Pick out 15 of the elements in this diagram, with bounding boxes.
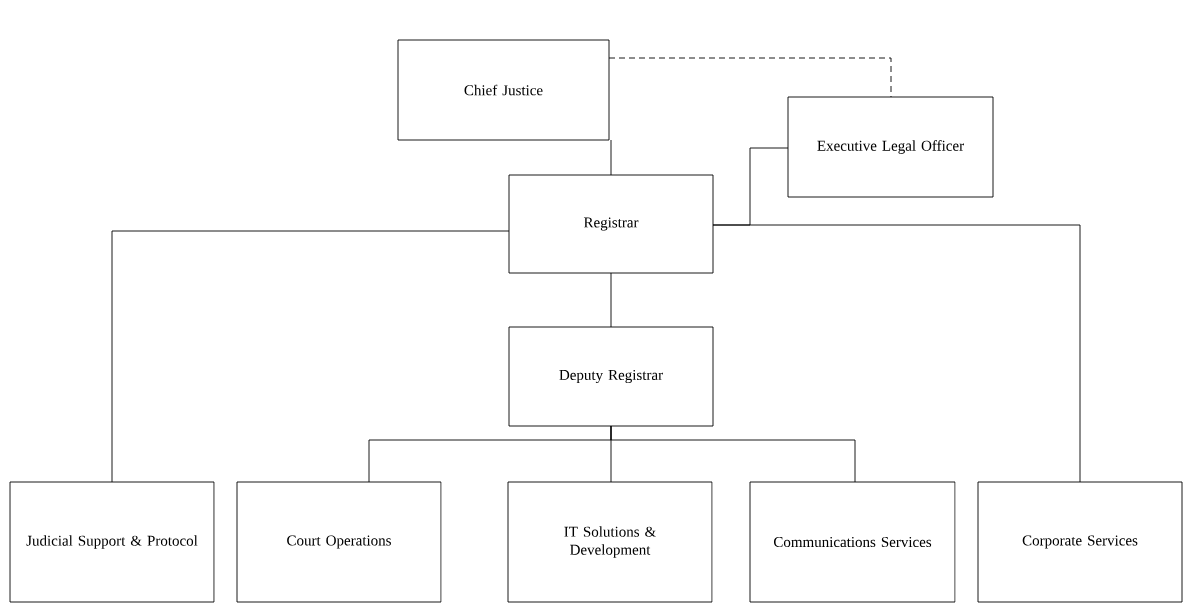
org-box: Chief Justice: [397, 39, 610, 141]
connector-line: [610, 425, 856, 483]
connector-line: [610, 139, 612, 176]
org-box: IT Solutions & Development: [507, 481, 713, 603]
connector-line: [610, 272, 612, 328]
org-box: Court Operations: [236, 481, 442, 603]
connector-line: [111, 230, 510, 483]
org-box: Deputy Registrar: [508, 326, 714, 427]
connector-line: [712, 224, 1081, 483]
org-box: Executive Legal Officer: [787, 96, 994, 198]
org-box: Corporate Services: [977, 481, 1183, 603]
connector-line: [608, 57, 892, 98]
org-box: Judicial Support & Protocol: [9, 481, 215, 603]
org-box: Registrar: [508, 174, 714, 274]
org-box: Communications Services: [749, 481, 956, 603]
